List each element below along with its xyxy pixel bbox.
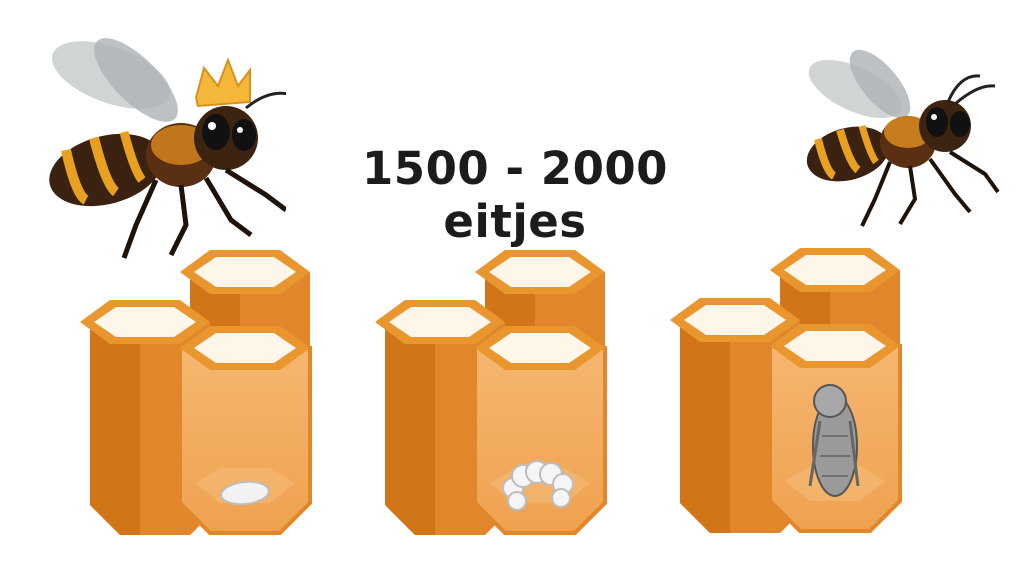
honeycomb-larva-stage	[375, 248, 615, 548]
honeycomb-egg-stage	[80, 248, 320, 548]
worker-bee-icon	[800, 34, 1000, 229]
honeycomb-pupa-stage	[670, 246, 910, 546]
queen-bee-with-crown-icon	[36, 20, 286, 265]
egg-count-title: 1500 - 2000 eitjes	[290, 142, 740, 248]
